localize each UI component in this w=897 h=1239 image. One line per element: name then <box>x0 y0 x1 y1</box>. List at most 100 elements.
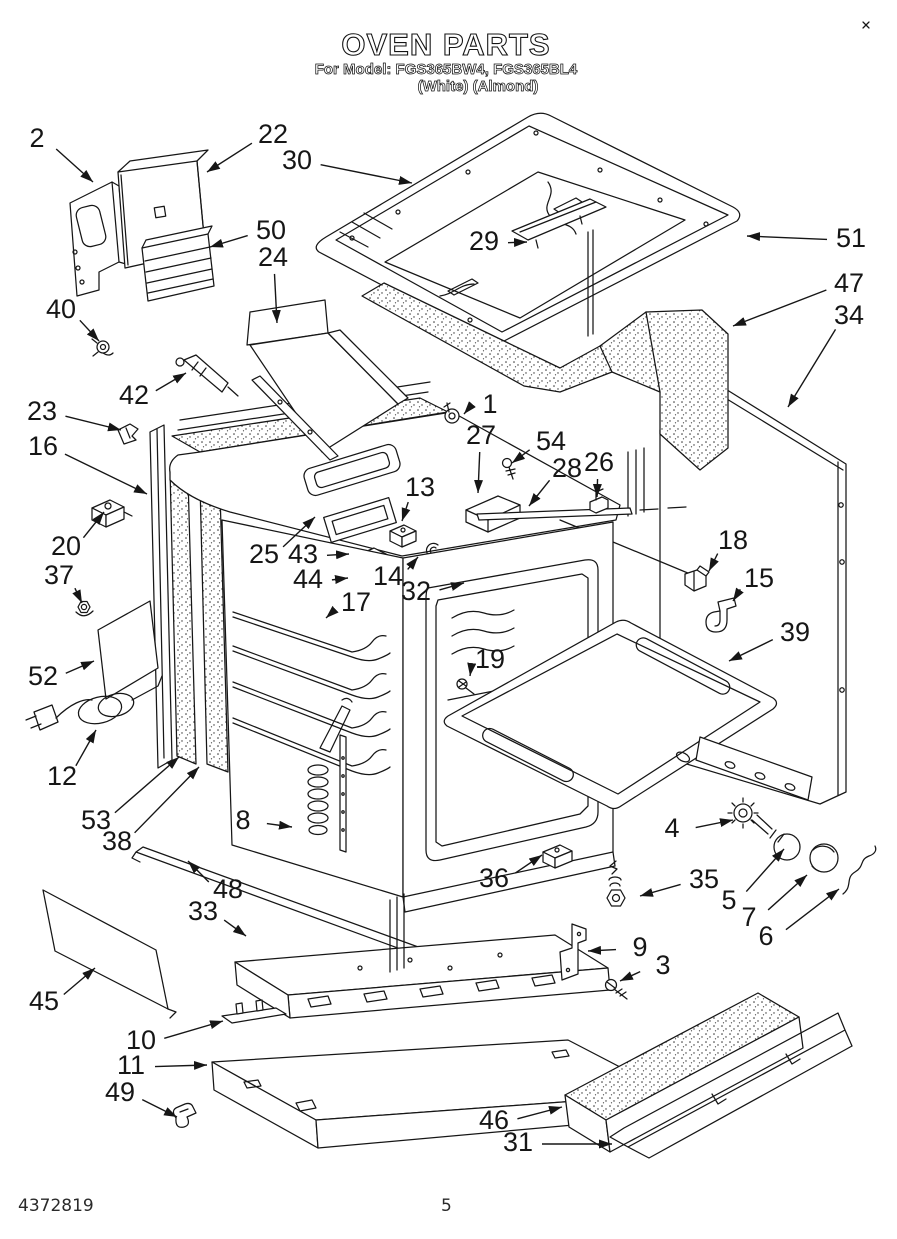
callout-leader-49 <box>141 1098 178 1118</box>
oven-bottom-panel <box>443 619 813 810</box>
callout-label-44: 44 <box>293 564 323 594</box>
callout-label-36: 36 <box>479 863 509 893</box>
callout-label-35: 35 <box>689 864 719 894</box>
power-cord <box>25 675 163 731</box>
callout-label-11: 11 <box>117 1050 145 1080</box>
callout-leader-30 <box>320 164 413 185</box>
callout-label-7: 7 <box>741 902 756 932</box>
callout-label-27: 27 <box>466 420 496 450</box>
callout-label-26: 26 <box>584 447 614 477</box>
callout-label-20: 20 <box>51 531 81 561</box>
callout-leader-25 <box>282 516 316 548</box>
callout-leader-14 <box>406 556 419 570</box>
callout-leader-37 <box>72 587 83 604</box>
screw-54 <box>501 457 516 480</box>
callout-label-15: 15 <box>744 563 774 593</box>
callout-leader-23 <box>65 415 122 432</box>
orifice-plug-18 <box>684 565 710 592</box>
callout-label-54: 54 <box>536 426 566 456</box>
callout-label-51: 51 <box>836 223 866 253</box>
screw-3 <box>604 978 628 1000</box>
callout-leader-2 <box>55 148 94 183</box>
callout-leader-29 <box>507 237 528 247</box>
callout-leader-20 <box>82 511 105 539</box>
callout-label-39: 39 <box>780 617 810 647</box>
diagram-finish-line: (White) (Almond) <box>418 78 539 95</box>
callout-label-18: 18 <box>718 525 748 555</box>
deck-tray <box>323 497 397 543</box>
callout-leader-16 <box>64 453 148 495</box>
clip-23 <box>117 423 139 445</box>
callout-label-50: 50 <box>256 215 286 245</box>
callout-leader-18 <box>708 553 719 572</box>
callout-label-37: 37 <box>44 560 74 590</box>
callout-label-28: 28 <box>552 453 582 483</box>
callout-leader-39 <box>728 639 774 662</box>
callout-leader-5 <box>745 848 785 893</box>
callout-label-47: 47 <box>834 268 864 298</box>
callout-leader-28 <box>528 479 551 507</box>
diagram-title: OVEN PARTS <box>341 27 550 62</box>
callout-leader-15 <box>732 587 744 602</box>
callout-leader-51 <box>746 232 828 242</box>
oven-body-left-face <box>221 519 404 898</box>
vent-grille <box>141 225 215 302</box>
callout-label-49: 49 <box>105 1077 135 1107</box>
callout-label-22: 22 <box>258 119 288 149</box>
callout-label-16: 16 <box>28 431 58 461</box>
callout-leader-38 <box>134 766 200 834</box>
callout-leader-1 <box>463 401 476 415</box>
callout-label-13: 13 <box>405 472 435 502</box>
spacer-block-36 <box>542 844 573 869</box>
callout-label-29: 29 <box>469 226 499 256</box>
diagram-subtitle: For Model: FGS365BW4, FGS365BL4 <box>315 61 578 78</box>
callout-label-52: 52 <box>28 661 58 691</box>
callout-leader-33 <box>223 919 247 937</box>
callout-label-46: 46 <box>479 1105 509 1135</box>
mounting-clip-40 <box>91 338 114 357</box>
bottom-panel-rail <box>695 736 813 801</box>
callout-label-9: 9 <box>632 932 647 962</box>
callout-label-34: 34 <box>834 300 864 330</box>
callout-leader-12 <box>75 729 97 767</box>
callout-leader-46 <box>517 1105 563 1120</box>
callout-leader-19 <box>467 662 477 677</box>
gas-tubes <box>232 611 391 776</box>
side-insulation-strips <box>169 469 229 773</box>
spark-electrode-42 <box>175 354 239 397</box>
pressure-regulator <box>307 697 353 853</box>
drawer-clip-49 <box>172 1102 197 1128</box>
callout-leader-7 <box>767 874 808 911</box>
backguard-bracket <box>69 181 127 297</box>
screw-19 <box>456 678 475 695</box>
callout-label-1: 1 <box>482 389 497 419</box>
callout-label-31: 31 <box>503 1127 533 1157</box>
callout-label-30: 30 <box>282 145 312 175</box>
callout-label-45: 45 <box>29 986 59 1016</box>
page-number: 5 <box>441 1196 452 1216</box>
main-top-panel <box>315 112 741 344</box>
callout-label-25: 25 <box>249 539 279 569</box>
callout-leader-22 <box>206 142 253 173</box>
door-hook-15 <box>705 597 737 633</box>
callout-label-19: 19 <box>475 644 505 674</box>
callout-leader-47 <box>732 289 827 327</box>
grommet-1 <box>443 402 460 424</box>
front-support-10 <box>221 999 287 1024</box>
callout-leader-34 <box>787 329 837 408</box>
callout-label-43: 43 <box>288 539 318 569</box>
valve-block-13 <box>389 524 417 548</box>
callout-leader-32 <box>439 582 465 591</box>
scan-artifact <box>862 21 870 29</box>
callout-leader-6 <box>785 888 840 931</box>
callout-label-23: 23 <box>27 396 57 426</box>
rear-wall-edges <box>627 447 645 517</box>
callout-label-40: 40 <box>46 294 76 324</box>
spacer-panel <box>97 600 159 700</box>
igniter-35 <box>606 860 626 907</box>
callout-label-33: 33 <box>188 896 218 926</box>
callout-leader-44 <box>331 575 349 584</box>
